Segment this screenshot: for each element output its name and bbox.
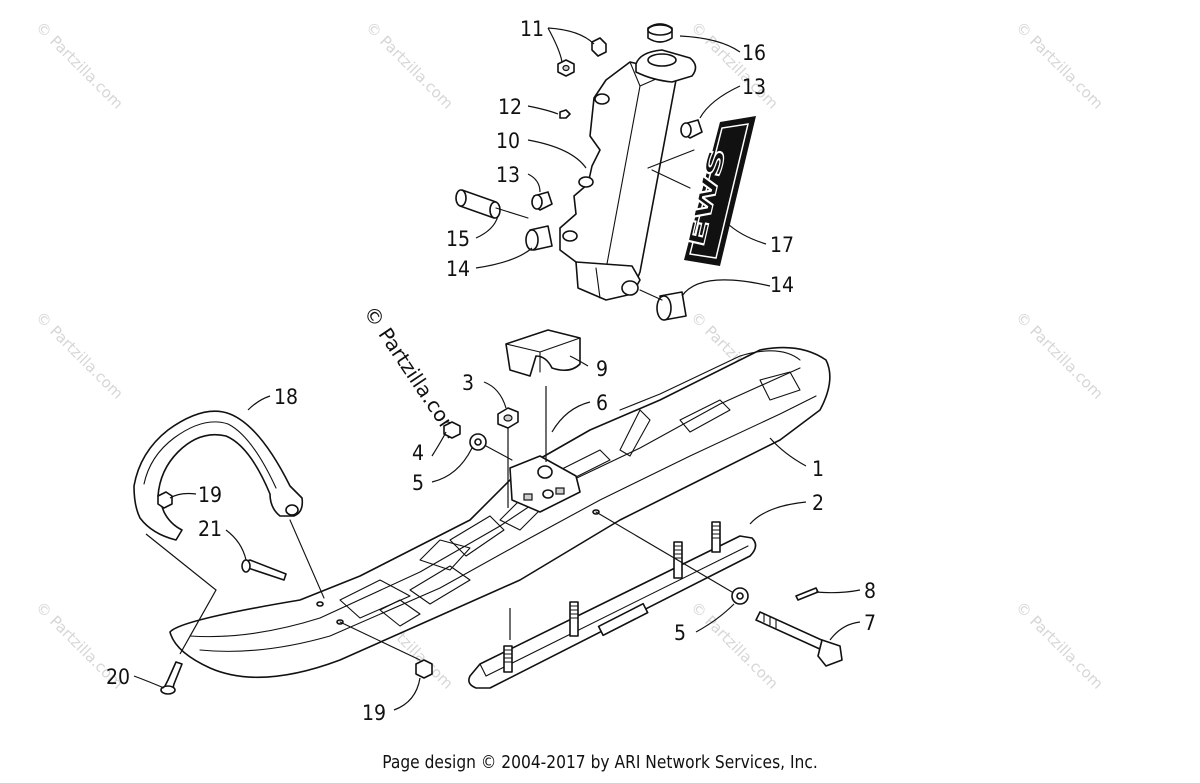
callout-10: 10 — [496, 129, 520, 153]
watermark: © Partzilla.com — [362, 18, 457, 113]
callout-15: 15 — [446, 227, 470, 251]
nut-part-11 — [557, 37, 607, 77]
watermark: © Partzilla.com — [32, 308, 127, 403]
washer-part-5 — [469, 433, 487, 451]
pad-part-9 — [505, 329, 581, 377]
callout-labels: 1 2 3 4 5 5 6 7 8 9 10 11 12 13 13 14 14… — [106, 17, 876, 725]
callout-2: 2 — [812, 491, 824, 515]
nut-part-19 — [157, 491, 433, 679]
fitting-part-12 — [559, 109, 571, 119]
nut-part-3 — [497, 407, 519, 429]
callout-9: 9 — [596, 357, 608, 381]
handle-part-18 — [133, 410, 304, 541]
callout-16: 16 — [742, 41, 766, 65]
callout-14: 14 — [446, 257, 470, 281]
page-footer: Page design © 2004-2017 by ARI Network S… — [382, 752, 818, 773]
callout-3: 3 — [462, 371, 474, 395]
watermark: © Partzilla.com — [1012, 598, 1107, 693]
washer-part-5-lower — [731, 587, 749, 605]
callout-20: 20 — [106, 665, 130, 689]
callout-18: 18 — [274, 385, 298, 409]
watermark: © Partzilla.com — [687, 598, 782, 693]
callout-13-lower: 13 — [496, 163, 520, 187]
watermark: © Partzilla.com — [1012, 18, 1107, 113]
callout-7: 7 — [864, 611, 876, 635]
bolt-part-7 — [755, 611, 843, 667]
cotter-pin-part-8 — [795, 587, 819, 601]
callout-1: 1 — [812, 457, 824, 481]
decal-part-17: EWS — [682, 116, 756, 266]
callout-8: 8 — [864, 579, 876, 603]
watermark: © Partzilla.com — [1012, 308, 1107, 403]
callout-12: 12 — [498, 95, 522, 119]
bushing-part-13 — [531, 119, 703, 211]
watermark: © Partzilla.com — [32, 18, 127, 113]
callout-5: 5 — [412, 471, 424, 495]
bushing-part-14 — [525, 225, 687, 321]
watermark-main: © Partzilla.com — [359, 301, 465, 442]
callout-5-lower: 5 — [674, 621, 686, 645]
callout-19-lower: 19 — [362, 701, 386, 725]
screw-part-20 — [160, 661, 183, 695]
callout-4: 4 — [412, 441, 424, 465]
callout-19: 19 — [198, 483, 222, 507]
callout-13: 13 — [742, 75, 766, 99]
callout-14-right: 14 — [770, 273, 794, 297]
ski-part-1 — [169, 346, 831, 679]
callout-6: 6 — [596, 391, 608, 415]
nut-part-4 — [443, 421, 461, 439]
leader-lines — [133, 27, 861, 711]
ski-mount — [509, 455, 581, 513]
bracket-line — [145, 533, 217, 655]
cap-part-16 — [635, 23, 697, 83]
watermark: © Partzilla.com — [687, 18, 782, 113]
pin-part-15 — [455, 189, 501, 219]
callout-21: 21 — [198, 517, 222, 541]
callout-17: 17 — [770, 233, 794, 257]
callout-11: 11 — [520, 17, 544, 41]
screw-part-21 — [241, 559, 287, 581]
spindle-part-10 — [559, 61, 677, 301]
